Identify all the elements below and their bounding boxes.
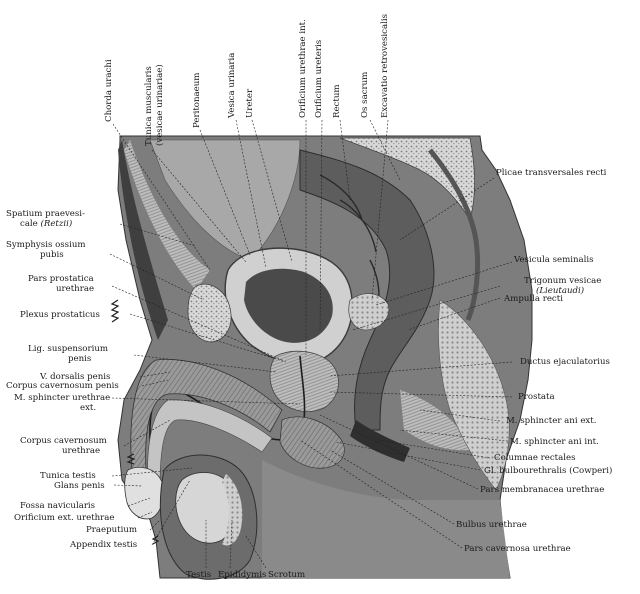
label-pars-cavernosa: Pars cavernosa urethrae — [464, 544, 571, 554]
label-tunica-muscularis-2: (vesicae urinariae) — [155, 64, 165, 146]
symphysis-pubis — [187, 283, 232, 343]
label-chorda-urachi: Chorda urachi — [104, 59, 114, 122]
label-corpus-cavernosum-urethrae: Corpus cavernosum — [20, 436, 107, 446]
prostata — [269, 350, 339, 412]
label-praeputium: Praeputium — [86, 525, 138, 535]
bladder-lumen — [244, 268, 333, 343]
label-symphysis-ossium: Symphysis ossium — [6, 240, 86, 250]
label-rectum: Rectum — [332, 84, 342, 118]
perineum — [262, 460, 510, 578]
label-m-sphincter-ani-int: M. sphincter ani int. — [510, 437, 599, 447]
label-spatium-cale: cale — [20, 219, 38, 229]
corpus-spongiosum — [147, 399, 273, 491]
label-prostata: Prostata — [518, 392, 555, 402]
label-columnae-rectales: Columnae rectales — [494, 453, 576, 463]
label-lieutaudi: (Lieutaudi) — [536, 286, 584, 296]
label-trigonum-vesicae: Trigonum vesicae — [524, 276, 602, 286]
label-tunica-muscularis: Tunica muscularis — [144, 66, 154, 146]
label-spatium-praevesicale-2: cale (Retzii) — [20, 219, 72, 229]
vesicula-seminalis — [348, 293, 390, 331]
leader-lines — [109, 119, 513, 569]
label-retzii: (Retzii) — [40, 219, 73, 229]
label-plicae-transversales: Plicae transversales recti — [496, 168, 607, 178]
label-vesicula-seminalis: Vesicula seminalis — [514, 255, 594, 265]
label-penis: penis — [68, 354, 92, 364]
label-glans-penis: Glans penis — [54, 481, 105, 491]
label-ureter: Ureter — [245, 88, 255, 118]
label-plexus-prostaticus: Plexus prostaticus — [20, 310, 100, 320]
label-corpus-cavernosum-penis: Corpus cavernosum penis — [6, 381, 119, 391]
epididymis — [222, 474, 243, 546]
rectus-muscle — [124, 140, 210, 290]
corpus-cavernosum — [130, 359, 283, 471]
label-m-sphincter-ani-ext: M. sphincter ani ext. — [506, 416, 597, 426]
label-lieutaudi-text: (Lieutaudi) — [536, 286, 585, 296]
label-gl-bulbourethralis: Gl. bulbourethralis (Cowperi) — [484, 466, 613, 476]
label-pars-prostatica: Pars prostatica — [28, 274, 94, 284]
label-ext: ext. — [80, 403, 97, 413]
label-tunica-testis: Tunica testis — [40, 471, 96, 481]
label-urethrae-1: urethrae — [56, 284, 95, 294]
sacral-vertebrae — [428, 148, 481, 321]
label-m-sphincter-urethrae: M. sphincter urethrae — [14, 393, 111, 403]
anal-canal — [350, 420, 410, 462]
label-v-dorsalis-penis: V. dorsalis penis — [40, 372, 111, 382]
label-vesica-urinaria: Vesica urinaria — [227, 52, 237, 118]
rectum — [299, 149, 435, 431]
label-lig-suspensorium: Lig. suspensorium — [28, 344, 109, 354]
label-ampulla-recti: Ampulla recti — [504, 294, 563, 304]
label-ductus-ejaculatorius: Ductus ejaculatorius — [520, 357, 610, 367]
label-spatium-praevesicale: Spatium praevesi- — [6, 209, 85, 219]
label-appendix-testis: Appendix testis — [70, 540, 138, 550]
os-sacrum — [339, 137, 476, 222]
label-testis: Testis — [186, 570, 212, 580]
label-fossa-navicularis: Fossa navicularis — [20, 501, 96, 511]
label-peritonaeum: Peritonaeum — [192, 72, 202, 128]
label-orificium-ext-urethrae: Orificium ext. urethrae — [14, 513, 115, 523]
pubic-hair — [110, 299, 160, 545]
label-bulbus-urethrae: Bulbus urethrae — [456, 520, 527, 530]
label-pars-membranacea: Pars membranacea urethrae — [480, 485, 605, 495]
label-orificium-ureteris: Orificium ureteris — [314, 39, 324, 118]
gluteal-region — [438, 299, 510, 491]
testis — [175, 472, 237, 544]
label-orificium-urethrae-int: Orificium urethrae int. — [298, 19, 308, 118]
label-scrotum: Scrotum — [268, 570, 306, 580]
label-epididymis: Epididymis — [218, 570, 267, 580]
abdominal-wall — [118, 140, 168, 340]
label-pubis: pubis — [40, 250, 64, 260]
label-excavatio-retrovesicalis: Excavatio retrovesicalis — [380, 13, 390, 118]
label-os-sacrum: Os sacrum — [360, 71, 370, 118]
glans-penis — [124, 466, 164, 520]
label-urethrae-2: urethrae — [62, 446, 101, 456]
